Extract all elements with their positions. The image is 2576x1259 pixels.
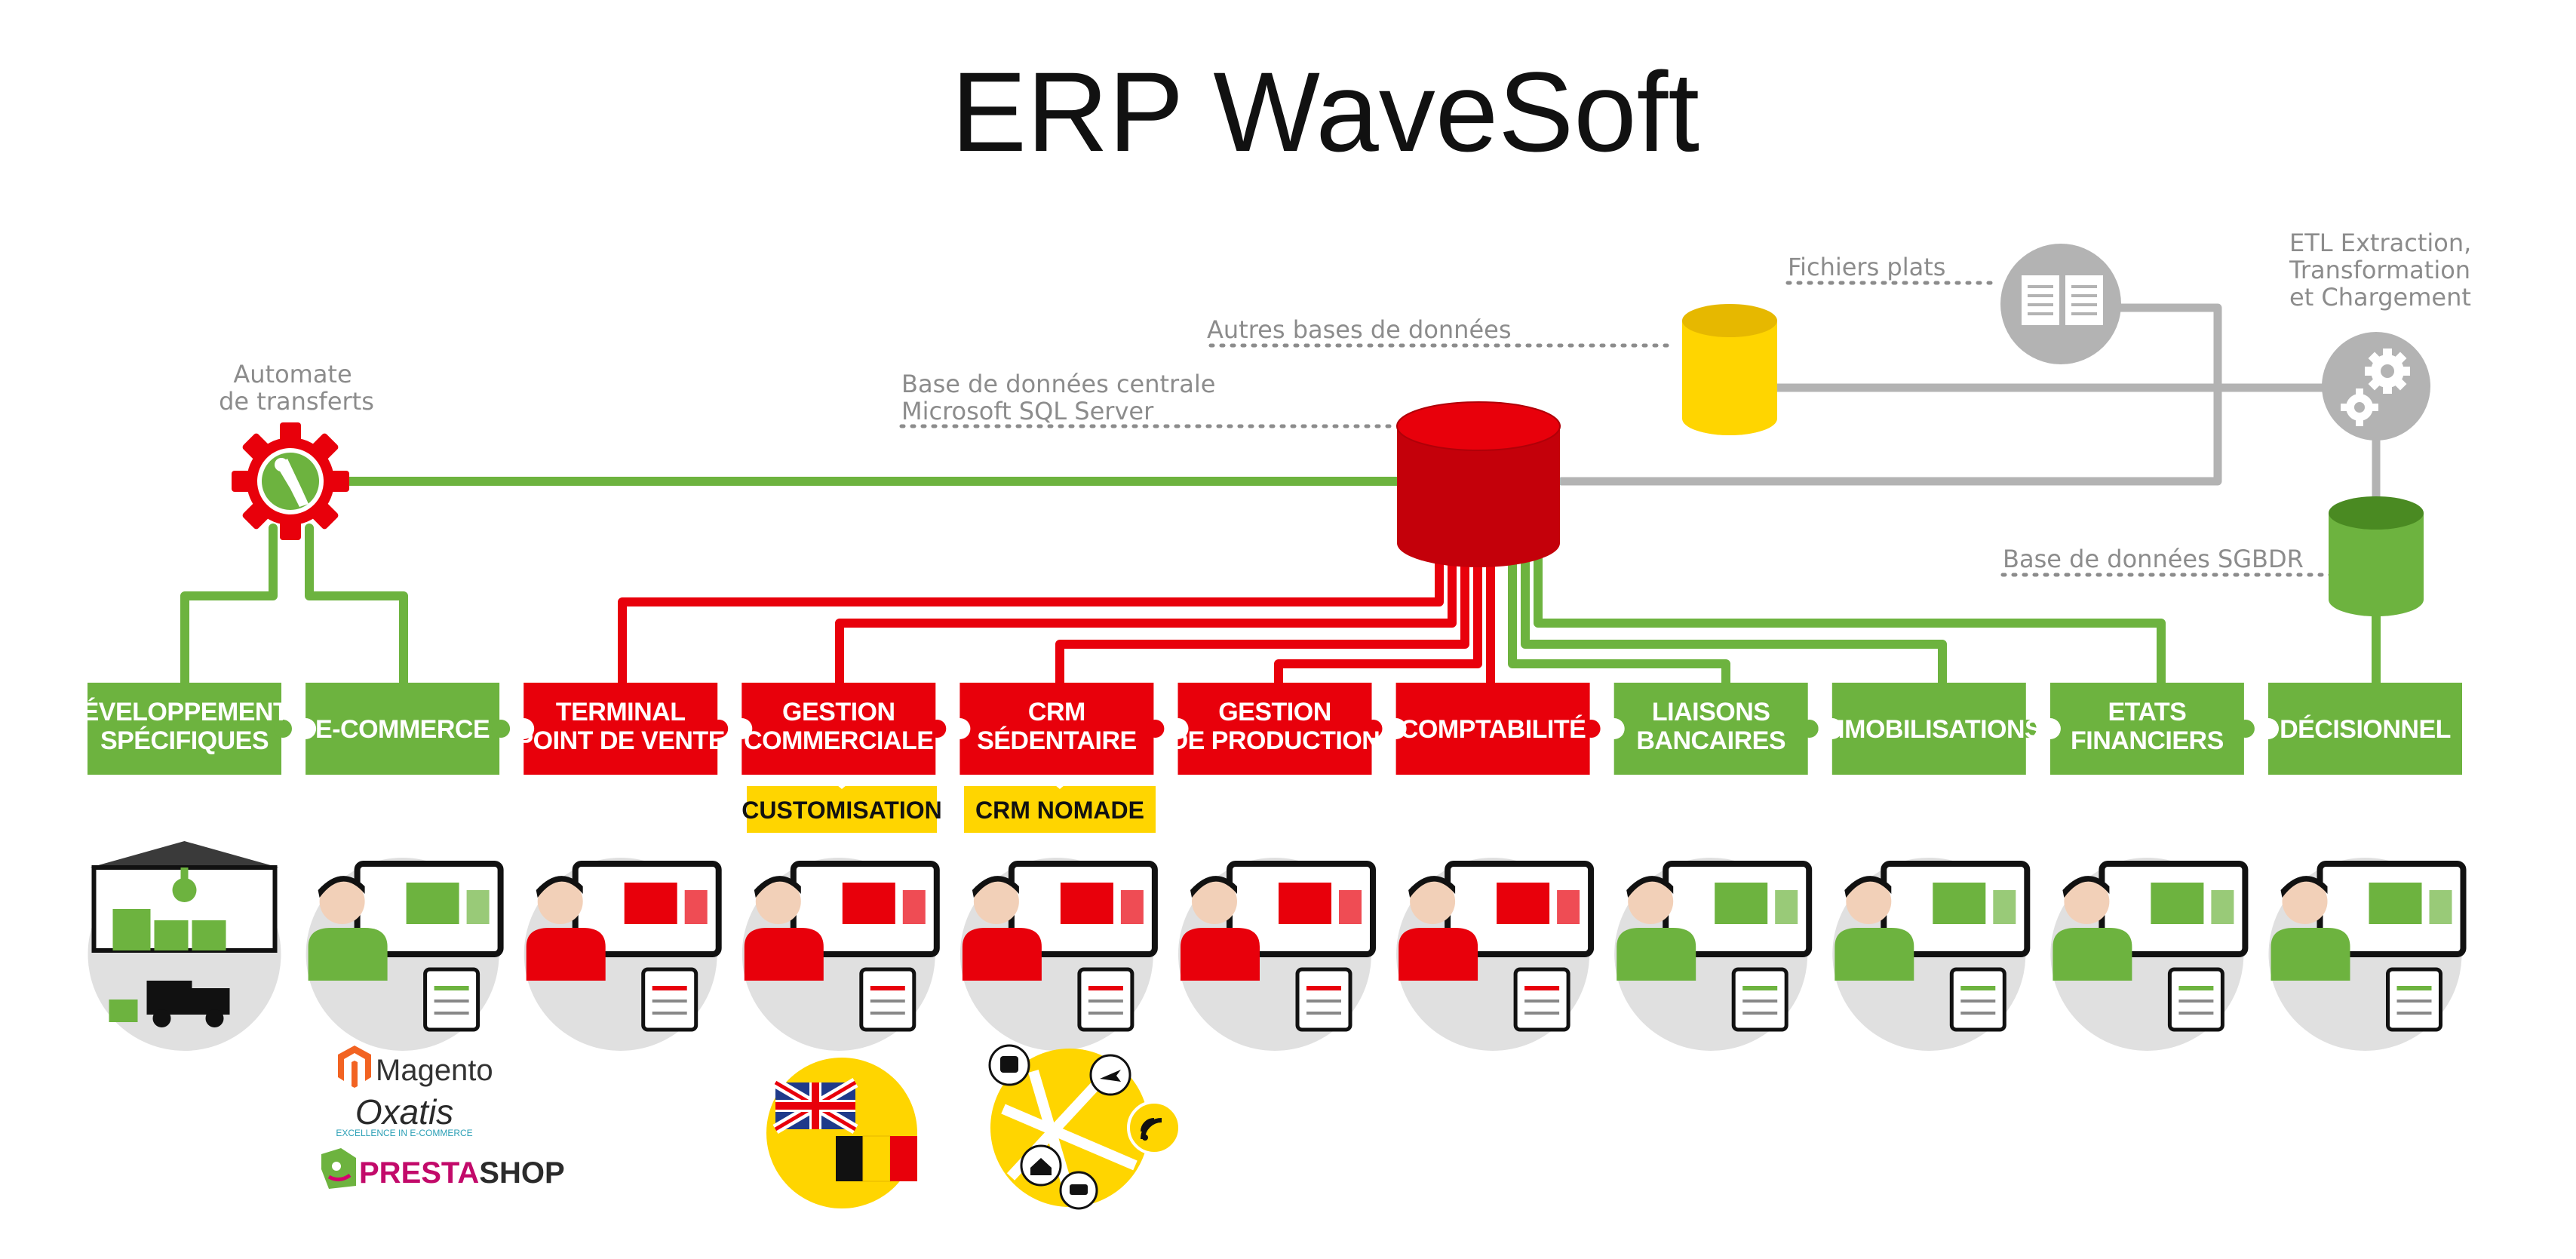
prestashop-logo-icon: PRESTASHOP [321, 1148, 565, 1190]
module-label-line2: COMMERCIALE [744, 726, 933, 755]
financial-statements-icon [2050, 858, 2249, 1051]
module-label: IMMOBILISATIONS [1816, 715, 2041, 744]
business-intelligence-icon [2268, 858, 2467, 1051]
module-label-line2: SPÉCIFIQUES [100, 726, 269, 755]
module-illustrations [88, 841, 2467, 1051]
sgbdr-database-icon [2329, 496, 2424, 616]
fichiers-plats-label: Fichiers plats [1788, 253, 1945, 281]
automate-gear-icon [232, 422, 349, 540]
sales-management-icon [741, 858, 940, 1051]
etl-gears-icon [2322, 332, 2430, 441]
module-deci[interactable]: DÉCISIONNEL [2258, 683, 2462, 775]
online-shopping-icon [305, 858, 504, 1051]
module-label: E-COMMERCE [315, 715, 490, 744]
base-centrale-label-1: Base de données centrale [901, 370, 1215, 398]
prestashop-name: PRESTASHOP [359, 1156, 565, 1190]
central-database-icon [1396, 401, 1561, 567]
module-immo[interactable]: IMMOBILISATIONS [1816, 683, 2042, 775]
automate-label-2: de transferts [219, 387, 374, 416]
etl-label-3: et Chargement [2289, 283, 2471, 312]
module-compta[interactable]: COMPTABILITÉ [1385, 683, 1601, 775]
module-label-line1: CRM [1028, 698, 1085, 726]
module-ecom[interactable]: E-COMMERCE [295, 683, 511, 775]
magento-logo-icon: Magento [338, 1046, 493, 1088]
module-label-line1: ETATS [2108, 698, 2186, 726]
customisation-label: CUSTOMISATION [741, 797, 941, 824]
module-label-line1: DÉVELOPPEMENTS [64, 698, 305, 726]
diagram-title: ERP WaveSoft [951, 48, 1699, 175]
fixed-assets-icon [1832, 858, 2031, 1051]
other-databases-icon [1682, 304, 1777, 435]
crm-documents-icon [959, 858, 1158, 1051]
base-centrale-label-2: Microsoft SQL Server [901, 397, 1154, 425]
flat-files-icon [2000, 244, 2121, 364]
accounting-scale-icon [1396, 858, 1595, 1051]
module-label-line2: POINT DE VENTE [517, 726, 725, 755]
base-sgbdr-label: Base de données SGBDR [2003, 545, 2304, 573]
module-label-line2: DE PRODUCTION [1170, 726, 1380, 755]
etl-label-1: ETL Extraction, [2289, 229, 2471, 257]
cash-register-icon [523, 858, 722, 1051]
mobile-map-icon [988, 1044, 1181, 1210]
flags-languages-icon [766, 1058, 917, 1208]
module-label-line2: FINANCIERS [2071, 726, 2224, 755]
oxatis-name: Oxatis [355, 1092, 453, 1132]
sub-module-customisation[interactable]: CUSTOMISATION [741, 786, 942, 833]
annotations: Automate de transferts Base de données c… [219, 229, 2471, 573]
module-label-line1: TERMINAL [556, 698, 686, 726]
etl-label-2: Transformation [2289, 256, 2470, 284]
module-label-line2: SÉDENTAIRE [977, 726, 1137, 755]
sub-module-crm-nomade[interactable]: CRM NOMADE [964, 786, 1156, 833]
autres-bases-label: Autres bases de données [1207, 315, 1512, 344]
automate-label-1: Automate [233, 360, 352, 388]
bank-transfer-icon [1614, 858, 1813, 1051]
oxatis-logo-icon: Oxatis EXCELLENCE IN E-COMMERCE [336, 1092, 472, 1138]
warehouse-robot-icon [88, 841, 281, 1051]
module-label: COMPTABILITÉ [1400, 715, 1586, 744]
module-label-line1: LIAISONS [1652, 698, 1770, 726]
connector-lines [180, 303, 2381, 687]
module-label-line1: GESTION [782, 698, 895, 726]
production-robot-icon [1178, 858, 1376, 1051]
module-label-line1: GESTION [1218, 698, 1331, 726]
crm-nomade-label: CRM NOMADE [975, 797, 1144, 824]
magento-name: Magento [376, 1054, 493, 1087]
oxatis-tagline: EXCELLENCE IN E-COMMERCE [336, 1128, 472, 1138]
dotted-leaders [899, 281, 2333, 577]
module-label: DÉCISIONNEL [2280, 715, 2451, 744]
module-label-line2: BANCAIRES [1636, 726, 1785, 755]
